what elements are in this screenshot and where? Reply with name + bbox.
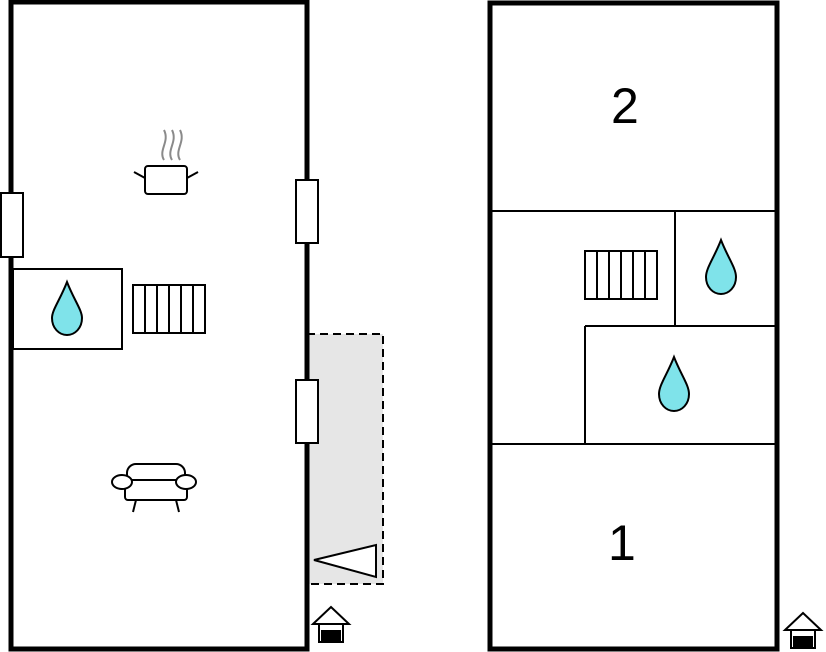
terrace-triangle-icon (313, 543, 377, 579)
left-floor-walls (8, 0, 310, 652)
left-floor (0, 0, 384, 652)
left-bathroom (12, 268, 123, 350)
window-right-wall-top (295, 179, 319, 244)
window-right-wall-bottom (295, 379, 319, 444)
kitchen-pot-icon (133, 129, 199, 195)
right-floor: 2 1 (487, 0, 824, 652)
water-drop-icon (50, 279, 84, 337)
room-label-1: 1 (608, 515, 636, 571)
water-drop-icon (657, 354, 691, 413)
stairs-icon (584, 250, 658, 300)
terrace-area (306, 333, 384, 585)
room-label-2: 2 (611, 78, 639, 134)
window-left-wall (0, 192, 24, 258)
stairs-icon (132, 284, 206, 334)
armchair-icon (111, 463, 197, 513)
entrance-house-icon (310, 605, 352, 643)
entrance-house-icon (782, 611, 824, 649)
water-drop-icon (704, 237, 738, 296)
